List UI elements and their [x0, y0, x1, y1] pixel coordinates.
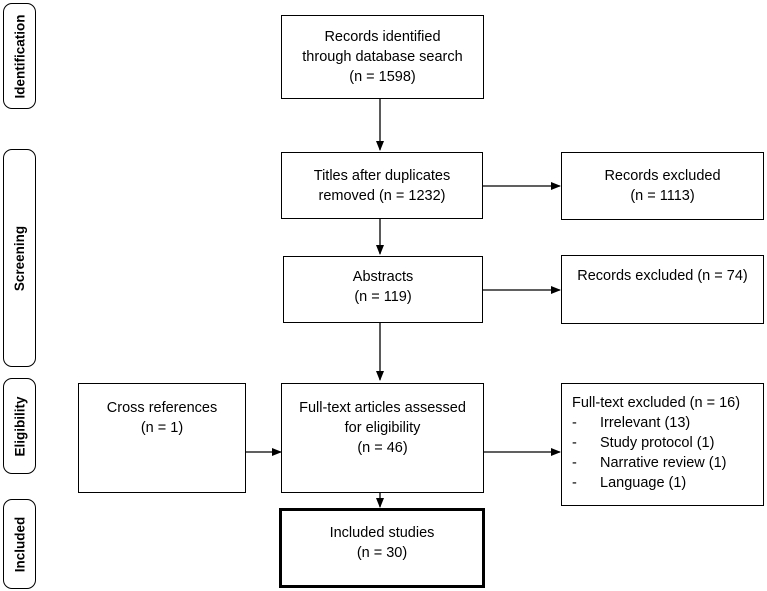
- stage-screening: Screening: [3, 149, 36, 367]
- fulltext-line2: for eligibility: [344, 420, 421, 436]
- exclusion-reason-text: Language (1): [600, 475, 687, 491]
- box-records-excluded-abstracts: Records excluded (n = 74): [561, 255, 764, 324]
- list-dash: -: [572, 455, 577, 471]
- identified-line2: through database search: [302, 49, 463, 65]
- exclusion-reason: - Language (1): [572, 473, 686, 493]
- exclusion-reason: - Narrative review (1): [572, 453, 727, 473]
- exclusion-reason-text: Study protocol (1): [600, 435, 715, 451]
- list-dash: -: [572, 435, 577, 451]
- stage-included: Included: [3, 499, 36, 589]
- excluded-titles-line1: Records excluded: [604, 168, 721, 184]
- box-fulltext-assessed: Full-text articles assessed for eligibil…: [281, 383, 484, 493]
- identified-line1: Records identified: [324, 29, 441, 45]
- included-line1: Included studies: [329, 525, 435, 541]
- abstracts-count: (n = 119): [354, 289, 412, 305]
- fulltext-line1: Full-text articles assessed: [299, 400, 466, 416]
- stage-eligibility: Eligibility: [3, 378, 36, 474]
- cross-refs-line1: Cross references: [106, 400, 218, 416]
- box-fulltext-excluded: Full-text excluded (n = 16) - Irrelevant…: [561, 383, 764, 506]
- box-records-identified: Records identified through database sear…: [281, 15, 484, 99]
- included-count: (n = 30): [356, 545, 408, 561]
- exclusion-reason: - Study protocol (1): [572, 433, 714, 453]
- cross-refs-count: (n = 1): [140, 420, 184, 436]
- box-abstracts: Abstracts (n = 119): [283, 256, 483, 323]
- exclusion-reason-text: Narrative review (1): [600, 455, 727, 471]
- fulltext-count: (n = 46): [357, 440, 408, 456]
- list-dash: -: [572, 415, 577, 431]
- excluded-abstracts-line1: Records excluded (n = 74): [577, 268, 748, 284]
- exclusion-reason: - Irrelevant (13): [572, 413, 690, 433]
- list-dash: -: [572, 475, 577, 491]
- box-records-excluded-titles: Records excluded (n = 1113): [561, 152, 764, 220]
- box-cross-references: Cross references (n = 1): [78, 383, 246, 493]
- stage-identification: Identification: [3, 3, 36, 109]
- fulltext-excluded-title: Full-text excluded (n = 16): [572, 395, 741, 411]
- box-included-studies: Included studies (n = 30): [279, 508, 485, 588]
- box-titles-after-duplicates: Titles after duplicates removed (n = 123…: [281, 152, 483, 219]
- identified-count: (n = 1598): [349, 69, 416, 85]
- exclusion-reason-text: Irrelevant (13): [600, 415, 691, 431]
- excluded-titles-count: (n = 1113): [630, 188, 695, 204]
- titles-line2: removed (n = 1232): [318, 187, 446, 204]
- titles-line1: Titles after duplicates: [313, 167, 451, 184]
- abstracts-line1: Abstracts: [352, 269, 414, 285]
